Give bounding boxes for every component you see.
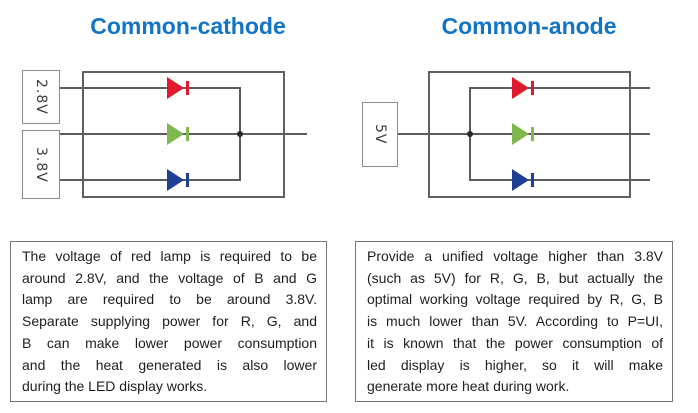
green-led-icon (512, 123, 529, 145)
voltage-source-5v-label: 5V (372, 124, 388, 145)
right-red-wire (469, 87, 650, 89)
left-red-wire (60, 87, 241, 89)
note-line: The voltage of red lamp is required to b… (22, 248, 317, 264)
red-led-icon (512, 77, 529, 99)
note-line: (such as 5V) for R, G, B, but actually t… (367, 269, 663, 286)
green-led-cathode-bar-icon (186, 127, 189, 141)
note-line: optimal working voltage required by R, G… (367, 291, 663, 308)
red-led-cathode-bar-icon (186, 81, 189, 95)
red-led-cathode-bar-icon (531, 81, 534, 95)
blue-led-cathode-bar-icon (531, 173, 534, 187)
common-cathode-note-box: The voltage of red lamp is required to b… (10, 241, 327, 402)
common-anode-note-box: Provide a unified voltage higher than 3.… (355, 241, 673, 402)
note-line: during the LED display works. (22, 378, 208, 395)
note-line: around 2.8V, and the voltage of B and G (22, 269, 317, 286)
voltage-source-3v8-label: 3.8V (33, 146, 49, 183)
common-cathode-title: Common-cathode (90, 13, 286, 39)
note-line: generate more heat during work. (367, 378, 570, 395)
voltage-source-2v8-box: 2.8V (22, 70, 60, 124)
voltage-source-2v8-label: 2.8V (33, 79, 49, 115)
green-led-cathode-bar-icon (531, 127, 534, 141)
note-line: it is known that the power consumption o… (367, 334, 663, 351)
left-circuit-boundary (82, 71, 285, 198)
left-junction-dot (237, 131, 243, 137)
note-line: Provide a unified voltage higher than 3.… (367, 248, 663, 264)
common-anode-title: Common-anode (441, 13, 617, 39)
blue-led-cathode-bar-icon (186, 173, 189, 187)
note-line: Separate supplying power for R, G, and (22, 313, 317, 330)
note-line: is much lower than 5V. According to P=UI… (367, 313, 663, 330)
voltage-source-5v-box: 5V (362, 102, 398, 167)
note-line: B can make lower power consumption (22, 334, 317, 351)
right-blue-wire (469, 179, 650, 181)
blue-led-icon (167, 169, 184, 191)
voltage-source-3v8-box: 3.8V (22, 130, 60, 199)
note-line: lamp are required to be around 3.8V. (22, 291, 317, 308)
blue-led-icon (512, 169, 529, 191)
right-circuit-boundary (428, 71, 631, 198)
left-blue-wire (60, 179, 241, 181)
right-junction-dot (467, 131, 473, 137)
red-led-icon (167, 77, 184, 99)
green-led-icon (167, 123, 184, 145)
note-line: and the heat generated is also lower (22, 356, 317, 373)
note-line: led display is higher, so it will make (367, 356, 663, 373)
